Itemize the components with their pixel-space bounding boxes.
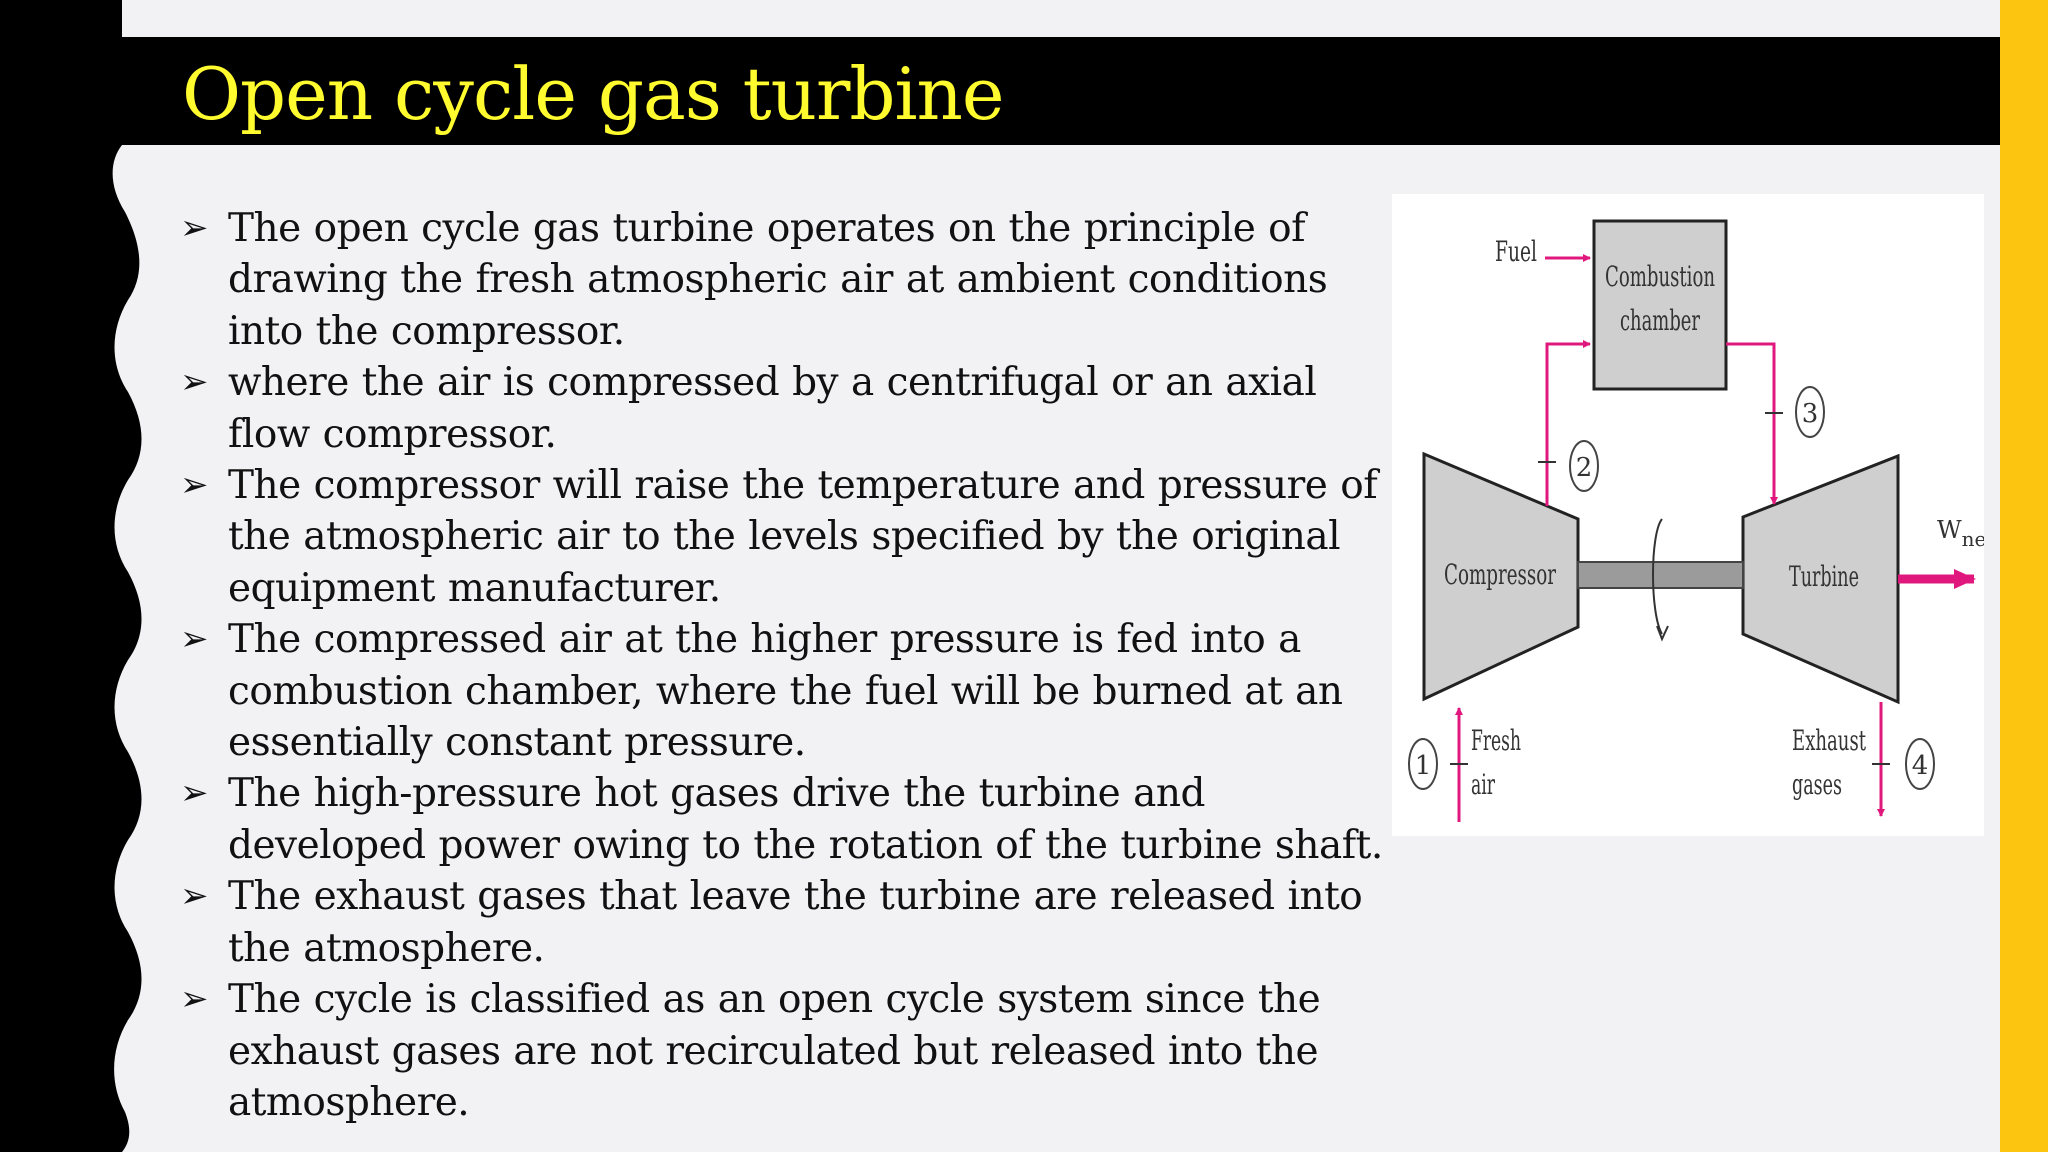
compressor-shape	[1422, 451, 1580, 702]
gas-turbine-diagram: Combustion chamber Fuel Compressor Turbi…	[1392, 194, 1984, 836]
fresh-air-label-2: air	[1471, 768, 1495, 801]
accent-bar	[2000, 0, 2048, 1152]
combustion-chamber-label-1: Combustion	[1605, 260, 1715, 293]
arrow-bullet-icon: ➢	[180, 876, 209, 917]
bullet-text: The compressor will raise the temperatur…	[228, 463, 1378, 611]
bullet-item: ➢ The compressed air at the higher pressu…	[180, 614, 1400, 768]
combustion-chamber-box	[1592, 219, 1728, 391]
bullet-text: The compressed air at the higher pressur…	[228, 617, 1343, 766]
state-3-circle	[1795, 386, 1825, 438]
bullet-item: ➢ The compressor will raise the temperatu…	[180, 460, 1400, 614]
slide-title: Open cycle gas turbine	[182, 52, 1005, 136]
state-1-label: 1	[1415, 751, 1432, 781]
arrow-bullet-icon: ➢	[180, 979, 209, 1020]
fresh-air-label-1: Fresh	[1471, 724, 1521, 757]
title-bar	[0, 37, 2000, 145]
top-strip	[122, 0, 2000, 37]
exhaust-label-2: gases	[1792, 768, 1842, 801]
diagram-canvas: Combustion chamber Fuel Compressor Turbi…	[1408, 219, 1984, 822]
arrow-bullet-icon: ➢	[180, 773, 209, 814]
state-1-circle	[1408, 738, 1438, 790]
bullet-item: ➢ The open cycle gas turbine operates on …	[180, 203, 1400, 357]
bullet-list: ➢ The open cycle gas turbine operates on …	[180, 203, 1400, 1128]
turbine-label: Turbine	[1789, 560, 1859, 593]
compressor-label: Compressor	[1444, 558, 1556, 591]
fuel-label: Fuel	[1495, 235, 1537, 268]
rotation-arrowhead	[1656, 625, 1669, 642]
rotation-icon	[1652, 518, 1663, 635]
arrow-bullet-icon: ➢	[180, 362, 209, 403]
bullet-text: The open cycle gas turbine operates on t…	[228, 206, 1328, 354]
shaft	[1577, 561, 1744, 589]
bullet-item: ➢ The cycle is classified as an open cycl…	[180, 974, 1400, 1128]
bullet-item: ➢ where the air is compressed by a centri…	[180, 357, 1400, 460]
bullet-item: ➢ The high-pressure hot gases drive the t…	[180, 768, 1400, 871]
state-4-circle	[1905, 738, 1935, 790]
exhaust-label-1: Exhaust	[1792, 724, 1866, 757]
state-3-label: 3	[1802, 399, 1819, 429]
flow-line-3	[1726, 342, 1778, 505]
state-4-label: 4	[1912, 751, 1929, 781]
state-2-circle	[1569, 440, 1599, 492]
combustion-chamber-label-2: chamber	[1620, 304, 1700, 337]
bullet-text: The cycle is classified as an open cycle…	[228, 977, 1321, 1125]
flow-line-2	[1545, 340, 1591, 506]
wnet-label: Wnet	[1937, 516, 1984, 551]
turbine-shape	[1741, 453, 1900, 705]
state-2-label: 2	[1576, 453, 1593, 483]
bullet-text: where the air is compressed by a centrif…	[228, 360, 1317, 457]
arrow-bullet-icon: ➢	[180, 465, 209, 506]
arrow-bullet-icon: ➢	[180, 619, 209, 660]
left-wave-decoration	[0, 0, 142, 1152]
bullet-text: The exhaust gases that leave the turbine…	[228, 874, 1363, 971]
arrow-bullet-icon: ➢	[180, 208, 209, 248]
bullet-text: The high-pressure hot gases drive the tu…	[228, 771, 1383, 868]
bullet-item: ➢ The exhaust gases that leave the turbin…	[180, 871, 1400, 974]
